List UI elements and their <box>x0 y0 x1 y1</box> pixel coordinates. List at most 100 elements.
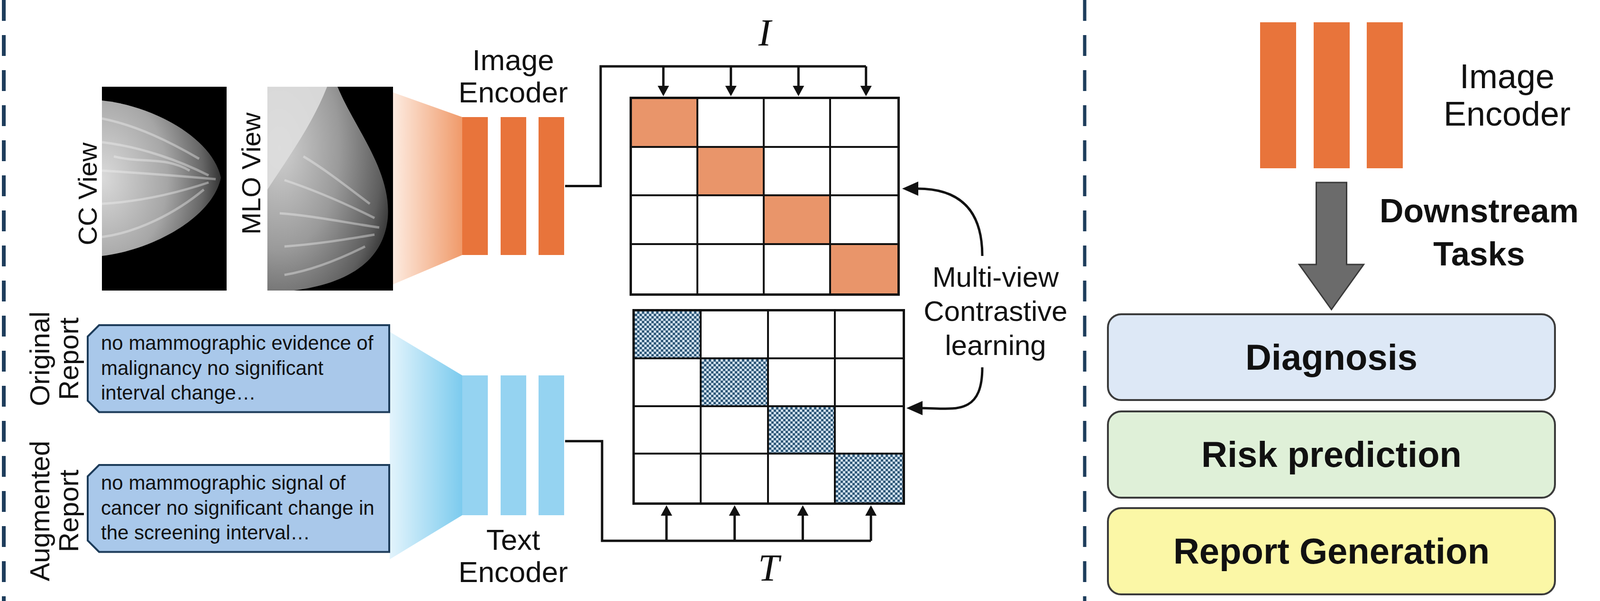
report-label: Original Report <box>25 278 84 440</box>
image-funnel <box>393 92 463 285</box>
streak <box>101 170 216 180</box>
curved-arrow <box>920 367 983 409</box>
encoder-bar <box>1260 22 1297 169</box>
encoder-bar <box>1366 22 1403 169</box>
encoder-block: Image Encoder <box>462 117 565 256</box>
matrix-cell <box>631 147 699 197</box>
matrix-cell <box>634 407 702 456</box>
matrix-cell <box>831 245 898 294</box>
matrix-cell <box>701 407 769 456</box>
task-label: Diagnosis <box>1235 336 1427 378</box>
streak <box>101 142 209 176</box>
section-label: Downstream Tasks <box>1372 189 1586 276</box>
connector-drop <box>864 66 868 87</box>
report-box: no mammographic evidence of malignancy n… <box>86 324 391 414</box>
matrix-cell <box>768 454 836 503</box>
encoder-bar <box>1313 22 1350 169</box>
streak <box>279 213 380 228</box>
arrow-head <box>865 505 877 516</box>
separator-dashed <box>1 0 6 601</box>
arrow-head <box>657 85 669 97</box>
cc-mammogram <box>101 86 227 291</box>
matrix-cell <box>634 454 702 503</box>
matrix-cell <box>764 147 832 197</box>
connector-drop <box>729 66 732 87</box>
matrix-cell <box>631 196 699 246</box>
matrix-cell <box>764 245 832 294</box>
matrix-cell <box>768 311 836 360</box>
arrow-head <box>792 85 805 97</box>
matrix-cell <box>764 99 832 148</box>
encoder-block: Image Encoder <box>1260 22 1403 169</box>
arrow-head <box>725 85 737 97</box>
breast-tissue <box>267 86 389 291</box>
matrix-cell <box>634 359 702 408</box>
report-label: Augmented Report <box>25 430 84 592</box>
similarity-matrix: T <box>632 309 906 505</box>
streak <box>101 118 200 159</box>
connector-drop <box>665 514 668 541</box>
matrix-label: I <box>717 13 813 52</box>
encoder-label: Text Encoder <box>437 523 590 589</box>
matrix-cell <box>768 359 836 408</box>
encoder-label: Image Encoder <box>437 44 590 109</box>
curved-arrow <box>917 188 983 256</box>
streak <box>101 189 204 238</box>
matrix-cell <box>768 407 836 456</box>
arrow-head <box>860 85 872 97</box>
method-label: Multi-view Contrastive learning <box>914 260 1077 363</box>
matrix-cell <box>698 99 765 148</box>
encoder-bar <box>462 117 488 256</box>
encoder-block: Text Encoder <box>462 375 565 516</box>
task-box: Diagnosis <box>1106 313 1556 402</box>
encoder-label: Image Encoder <box>1433 57 1581 133</box>
similarity-matrix: I <box>629 96 900 296</box>
matrix-cell <box>698 196 765 246</box>
matrix-cell <box>831 196 898 246</box>
report-box: no mammographic signal of cancer no sign… <box>86 464 391 554</box>
connector-drop <box>801 514 805 541</box>
breast-tissue <box>101 100 221 256</box>
mammogram-background <box>267 86 394 291</box>
matrix-cell <box>698 245 765 294</box>
matrix-cell <box>835 407 903 456</box>
streak <box>284 246 366 275</box>
view-label: MLO View <box>237 112 265 235</box>
streak <box>101 182 209 204</box>
connector-drop <box>797 66 800 87</box>
connector-drop <box>733 514 736 541</box>
streak <box>303 156 370 204</box>
encoder-bar <box>538 375 565 516</box>
matrix-cell <box>631 245 699 294</box>
matrix-cell <box>701 311 769 360</box>
arrow-head <box>729 505 741 516</box>
matrix-cell <box>631 99 699 148</box>
connector-drop <box>662 66 665 87</box>
report-text: no mammographic signal of cancer no sign… <box>86 464 391 554</box>
tissue-streaks <box>279 156 380 275</box>
text-funnel <box>389 331 463 560</box>
matrix-label: T <box>721 548 817 587</box>
arrow-head <box>796 505 809 516</box>
arrow-head <box>660 505 673 516</box>
task-label: Risk prediction <box>1191 433 1472 476</box>
matrix-cell <box>698 147 765 197</box>
mlo-mammogram <box>267 86 394 291</box>
matrix-cell <box>634 311 702 360</box>
mammogram-background <box>101 86 227 291</box>
pectoral-muscle <box>267 86 328 190</box>
encoder-bar <box>500 117 527 256</box>
matrix-cell <box>835 454 903 503</box>
streak <box>284 180 375 219</box>
connector-drop <box>869 514 873 541</box>
tissue-streaks <box>101 118 216 238</box>
report-text: no mammographic evidence of malignancy n… <box>86 324 391 414</box>
task-label: Report Generation <box>1163 530 1500 572</box>
block-arrow <box>1299 182 1364 310</box>
streak <box>113 156 190 171</box>
matrix-cell <box>831 147 898 197</box>
matrix-cell <box>701 359 769 408</box>
view-label: CC View <box>74 142 101 246</box>
connector-arrow <box>1299 182 1364 310</box>
